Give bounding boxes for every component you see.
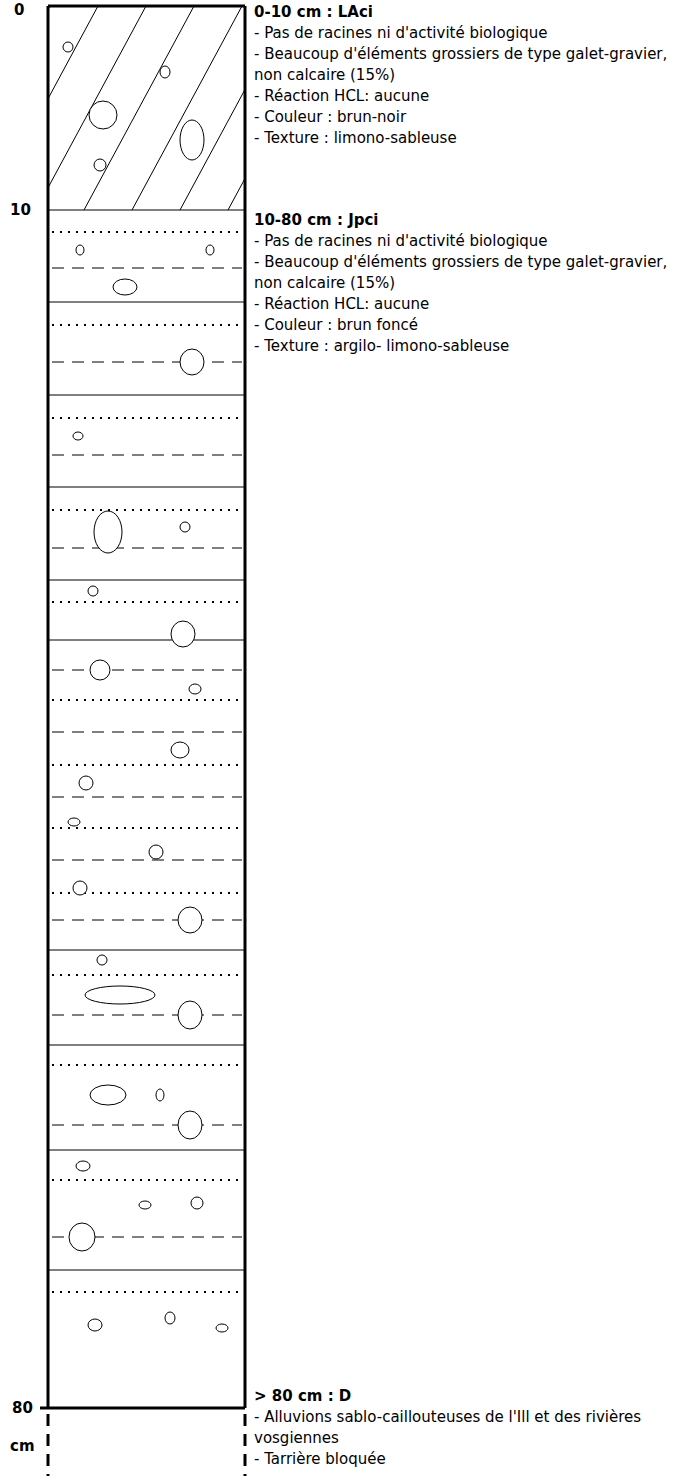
horizon-property: - Pas de racines ni d'activité biologiqu…: [254, 231, 686, 252]
horizon-property: - Texture : limono-sableuse: [254, 128, 686, 149]
pebble: [69, 1223, 95, 1251]
pebble: [149, 845, 163, 859]
horizon-heading: 10-80 cm : Jpci: [254, 210, 686, 231]
pebble: [113, 279, 137, 295]
pebble: [178, 1001, 202, 1029]
pebble: [97, 955, 107, 965]
pebble: [160, 66, 170, 78]
pebble: [73, 881, 87, 895]
pebble: [171, 742, 189, 758]
horizon-description-block: > 80 cm : D- Alluvions sablo-caillouteus…: [254, 1386, 686, 1470]
pebble: [90, 1085, 126, 1105]
horizon-property: - Texture : argilo- limono-sableuse: [254, 336, 686, 357]
horizon-property: - Réaction HCL: aucune: [254, 294, 686, 315]
pebble: [94, 159, 106, 171]
depth-label: 0: [14, 0, 24, 20]
depth-scale: 80: [12, 1398, 33, 1418]
pebble: [180, 349, 204, 375]
pebble: [88, 1319, 102, 1331]
pebble: [178, 907, 202, 933]
depth-scale: 0: [14, 0, 24, 20]
horizon-description-block: 10-80 cm : Jpci- Pas de racines ni d'act…: [254, 210, 686, 357]
depth-label: 10: [10, 200, 31, 220]
pebble: [171, 621, 195, 647]
pebble: [180, 120, 204, 160]
pebble: [85, 986, 155, 1004]
pebble: [73, 432, 83, 440]
horizon-property: - Pas de racines ni d'activité biologiqu…: [254, 23, 686, 44]
pebble: [139, 1201, 151, 1209]
pebble: [156, 1089, 164, 1101]
pebble: [90, 660, 110, 680]
pebble: [76, 245, 84, 255]
pebble: [206, 245, 214, 255]
pebble: [88, 586, 98, 596]
horizon-property: - Couleur : brun foncé: [254, 315, 686, 336]
dashed-rows: [52, 268, 242, 1237]
depth-label: 80: [12, 1398, 33, 1418]
horizon-property: - Alluvions sablo-caillouteuses de l'Ill…: [254, 1407, 686, 1449]
horizon-heading: > 80 cm : D: [254, 1386, 686, 1407]
band-lines: [48, 210, 245, 1270]
horizon-property: - Beaucoup d'éléments grossiers de type …: [254, 44, 686, 86]
pebble: [63, 42, 73, 52]
pebble: [180, 522, 190, 532]
horizon-property: - Beaucoup d'éléments grossiers de type …: [254, 252, 686, 294]
horizon-property: - Tarrière bloquée: [254, 1449, 686, 1470]
pebble: [165, 1312, 175, 1324]
profile-frame: [40, 6, 245, 1408]
depth-label: cm: [10, 1436, 35, 1456]
pebble: [89, 101, 117, 129]
horizon-description-block: 0-10 cm : LAci- Pas de racines ni d'acti…: [254, 2, 686, 149]
pebble: [68, 818, 80, 826]
depth-scale: cm: [10, 1436, 35, 1456]
horizon-property: - Couleur : brun-noir: [254, 107, 686, 128]
depth-scale: 10: [10, 200, 31, 220]
horizon-heading: 0-10 cm : LAci: [254, 2, 686, 23]
horizon-property: - Réaction HCL: aucune: [254, 86, 686, 107]
pebble: [94, 511, 122, 553]
pebble: [191, 1197, 203, 1209]
dotted-rows: [52, 232, 242, 1292]
pebble: [189, 684, 201, 694]
pebble: [76, 1161, 90, 1171]
pebble: [79, 776, 93, 790]
pebble: [216, 1324, 228, 1332]
pebble: [178, 1111, 202, 1139]
hatch-lines: [48, 6, 245, 210]
continuation-lines: [48, 1414, 245, 1476]
